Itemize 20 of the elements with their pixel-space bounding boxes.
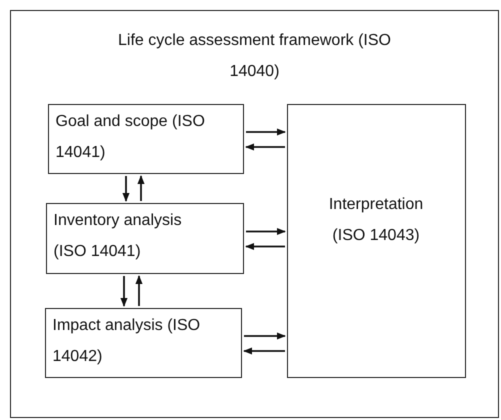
arrow <box>246 128 286 136</box>
arrow <box>245 242 285 250</box>
arrow <box>245 143 285 151</box>
box-label: Goal and scope (ISO 14041) <box>56 112 206 162</box>
box-label: Interpretation (ISO 14043) <box>328 194 424 246</box>
arrow <box>135 275 143 306</box>
arrow <box>246 228 286 236</box>
framework-frame <box>10 10 499 418</box>
frame-heading: Life cycle assessment framework (ISO 14040) <box>117 31 392 82</box>
process-box <box>44 308 242 378</box>
arrow <box>244 332 286 340</box>
arrow <box>122 176 130 202</box>
arrow <box>137 175 145 201</box>
box-label: Impact analysis (ISO 14042) <box>52 316 202 366</box>
arrow <box>120 276 128 307</box>
arrow <box>243 347 285 355</box>
process-box <box>46 202 244 274</box>
box-label: Inventory analysis (ISO 14041) <box>54 210 183 262</box>
process-box <box>286 104 466 378</box>
process-box <box>48 104 244 174</box>
